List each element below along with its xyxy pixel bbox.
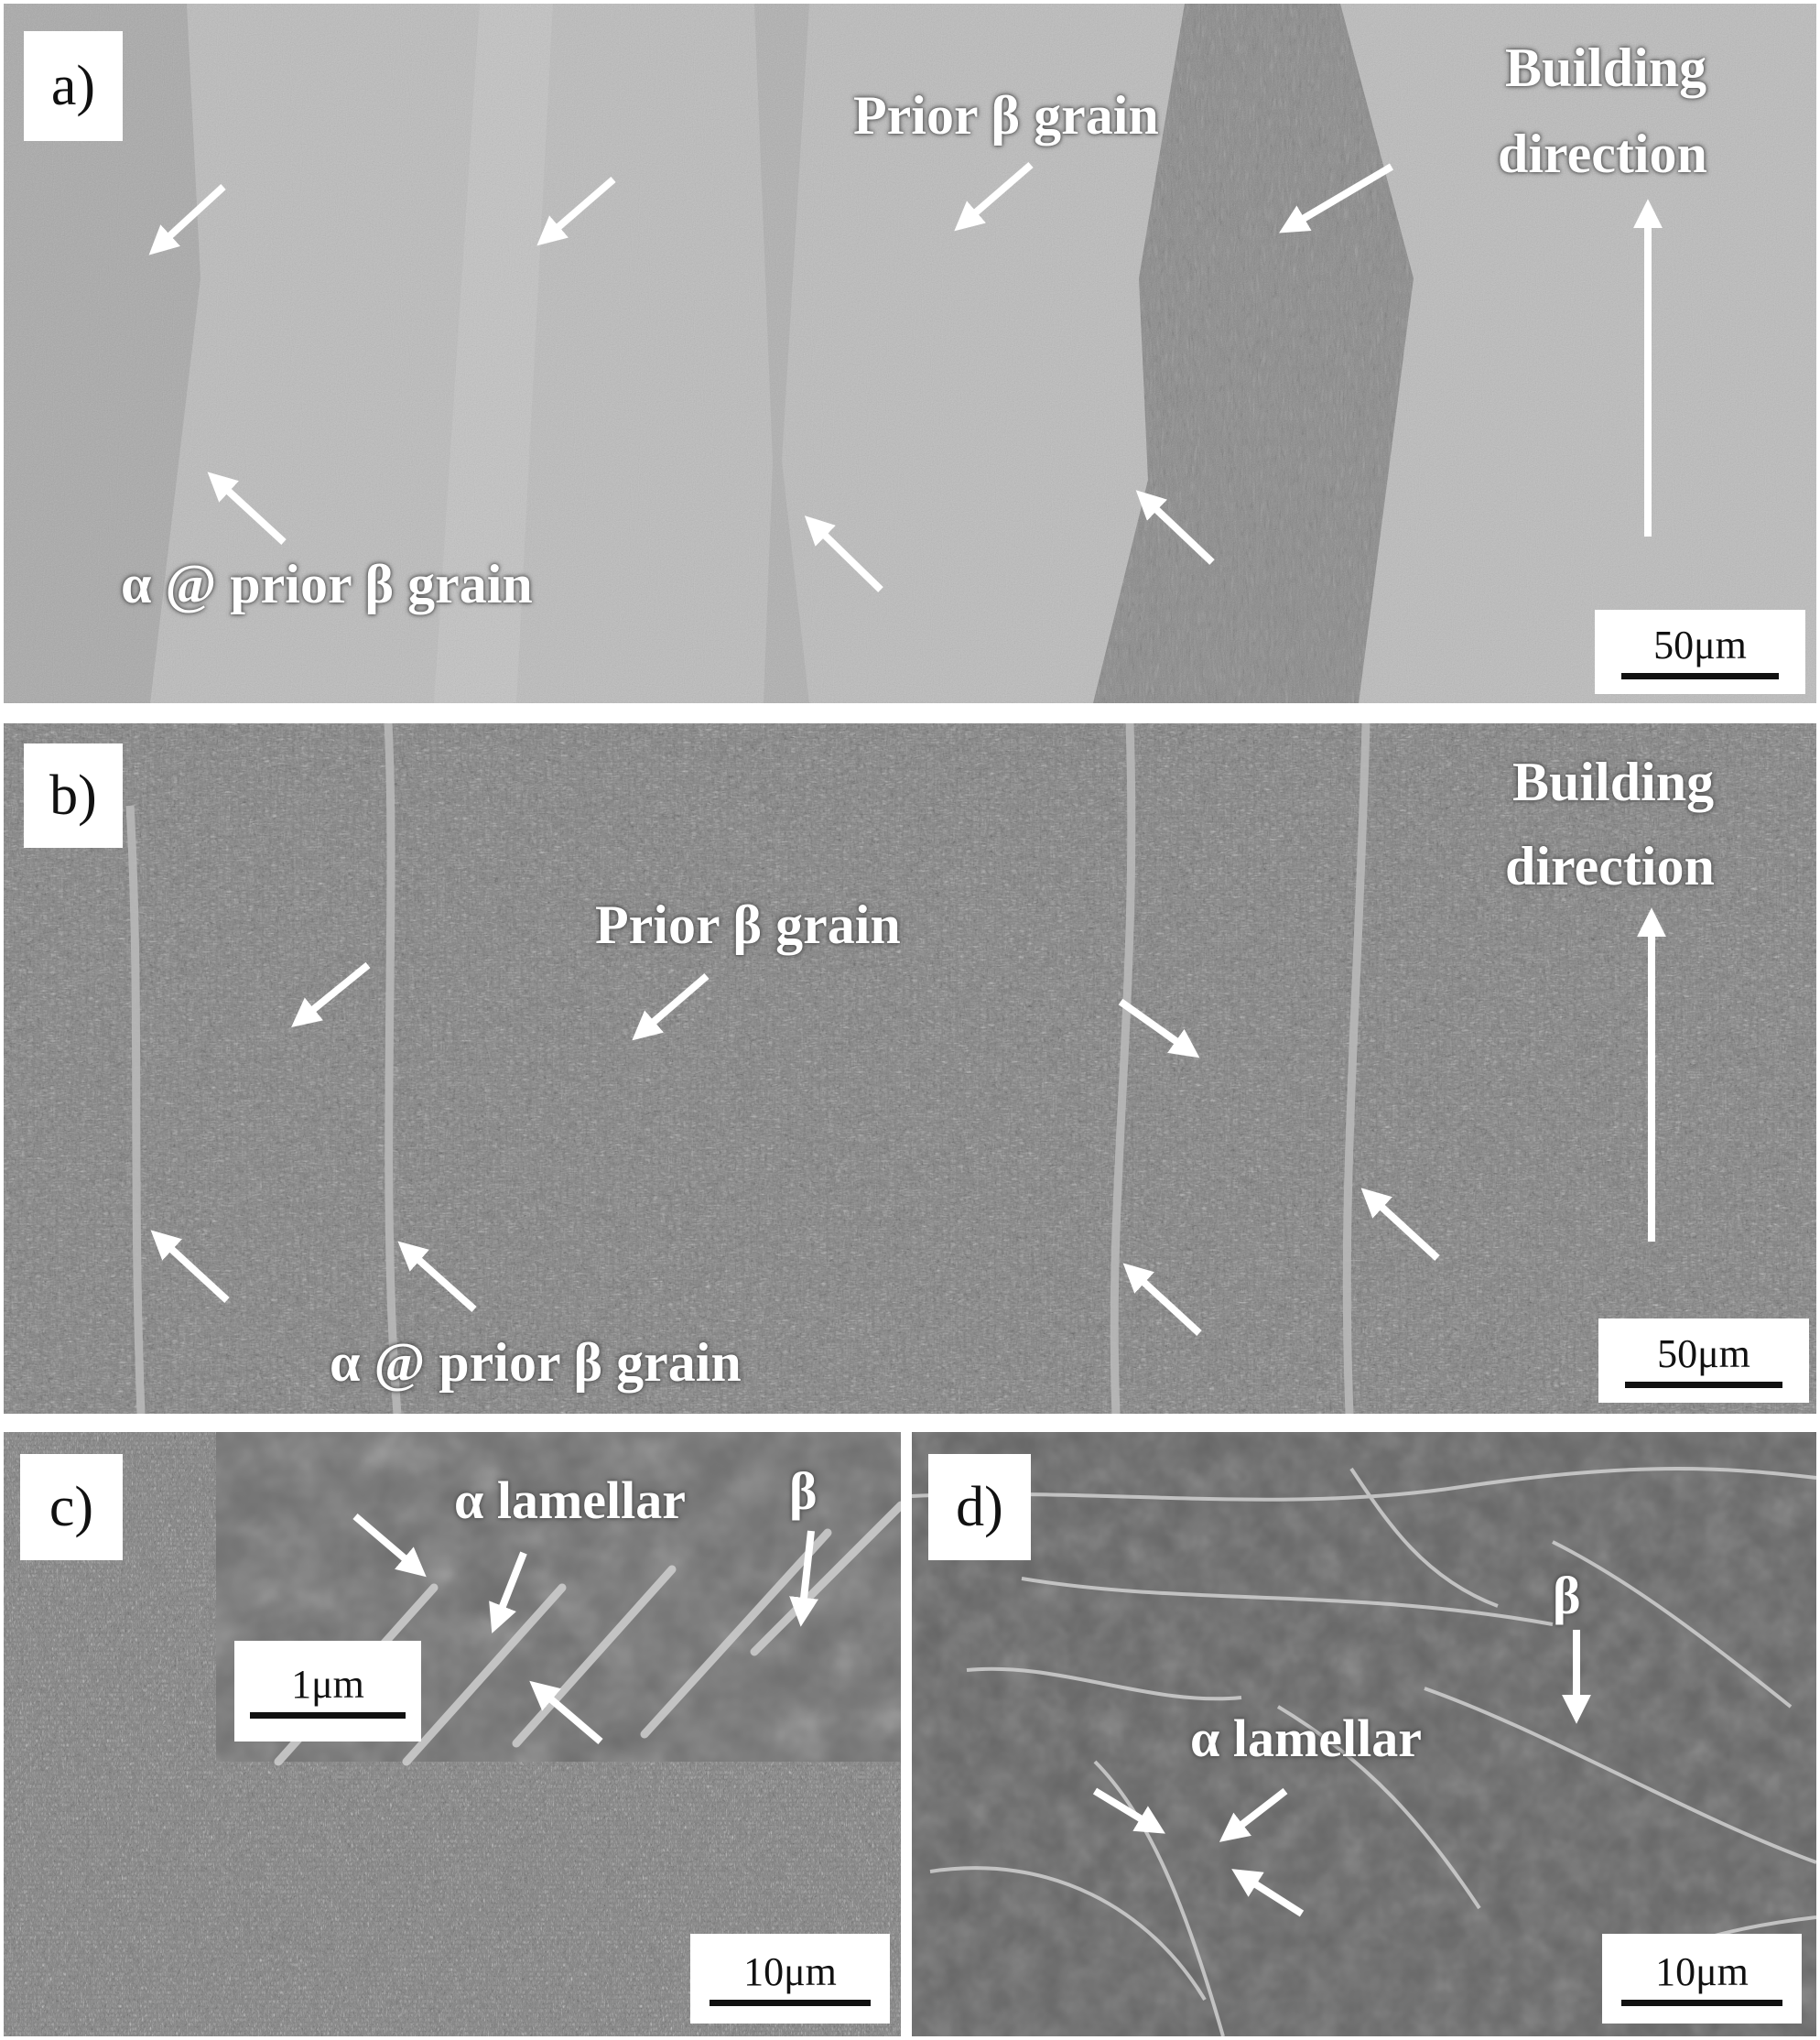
panel-b-label: b) — [24, 743, 123, 848]
panel-c: c) α lamellar β 1μm 10μm — [4, 1432, 901, 2036]
panel-c-label: c) — [20, 1454, 123, 1560]
panel-b-scale-bar: 50μm — [1598, 1318, 1809, 1403]
panel-b-prior-beta-label: Prior β grain — [595, 895, 901, 955]
panel-a-scale-bar: 50μm — [1595, 610, 1805, 694]
panel-c-scale-line — [710, 1999, 871, 2006]
panel-a: a) Prior β grain α @ prior β grain Build… — [4, 4, 1816, 703]
panel-a-scale-line — [1621, 672, 1779, 679]
panel-c-inset-scale-bar: 1μm — [234, 1641, 421, 1742]
panel-b: b) Prior β grain α @ prior β grain Build… — [4, 723, 1816, 1414]
panel-a-alpha-label: α @ prior β grain — [121, 554, 533, 614]
panel-a-prior-beta-label: Prior β grain — [853, 85, 1159, 146]
panel-a-label: a) — [24, 31, 123, 141]
panel-d-label: d) — [928, 1454, 1031, 1560]
panel-d-beta-label: β — [1553, 1566, 1581, 1625]
panel-a-micrograph — [4, 4, 1816, 703]
panel-b-scale-text: 50μm — [1657, 1330, 1750, 1376]
panel-b-building-direction-2: direction — [1505, 836, 1715, 896]
panel-a-building-direction-2: direction — [1498, 124, 1707, 184]
panel-b-scale-line — [1625, 1381, 1782, 1388]
panel-b-building-direction-1: Building — [1512, 752, 1715, 812]
panel-a-scale-text: 50μm — [1653, 622, 1747, 667]
panel-a-building-direction-1: Building — [1505, 38, 1707, 98]
panel-b-micrograph — [4, 723, 1816, 1414]
panel-c-inset-scale-line — [250, 1711, 406, 1719]
panel-c-inset-scale-text: 1μm — [291, 1661, 364, 1707]
panel-d: d) α lamellar β 10μm — [912, 1432, 1816, 2036]
panel-d-scale-bar: 10μm — [1602, 1934, 1802, 2024]
panel-c-scale-text: 10μm — [743, 1948, 837, 1994]
panel-d-alpha-lamellar-label: α lamellar — [1190, 1709, 1423, 1768]
panel-c-scale-bar: 10μm — [690, 1934, 890, 2024]
panel-d-scale-text: 10μm — [1655, 1948, 1749, 1994]
panel-c-beta-label: β — [789, 1461, 818, 1521]
panel-d-scale-line — [1621, 1999, 1782, 2006]
panel-c-alpha-lamellar-label: α lamellar — [454, 1470, 687, 1530]
panel-b-alpha-label: α @ prior β grain — [330, 1332, 742, 1393]
